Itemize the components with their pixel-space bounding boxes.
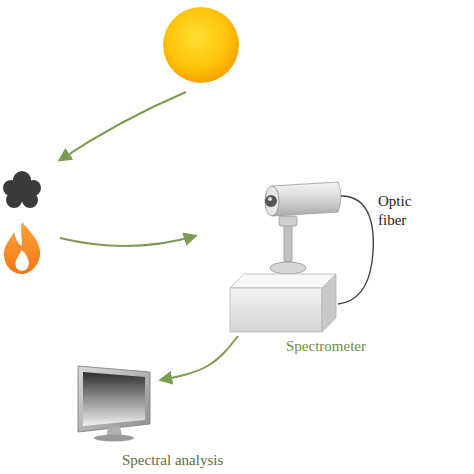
smoke-cloud bbox=[3, 171, 41, 208]
node-label: Spectral analysis bbox=[72, 452, 262, 469]
spectrometer-box: Spectrometer bbox=[228, 272, 393, 355]
optic-fiber-cable bbox=[338, 196, 373, 304]
monitor: Spectral analysis bbox=[72, 362, 262, 469]
cable-label: Optic fiber bbox=[378, 192, 434, 230]
flame bbox=[4, 222, 40, 274]
emission-arrow bbox=[60, 236, 195, 246]
spectrometer-box-shape bbox=[228, 272, 338, 334]
sun bbox=[163, 7, 239, 83]
monitor-shape bbox=[72, 362, 157, 442]
flow-arrow bbox=[161, 336, 238, 380]
node-label: Spectrometer bbox=[228, 338, 393, 355]
camera bbox=[265, 182, 341, 274]
light-arrow bbox=[60, 92, 186, 160]
